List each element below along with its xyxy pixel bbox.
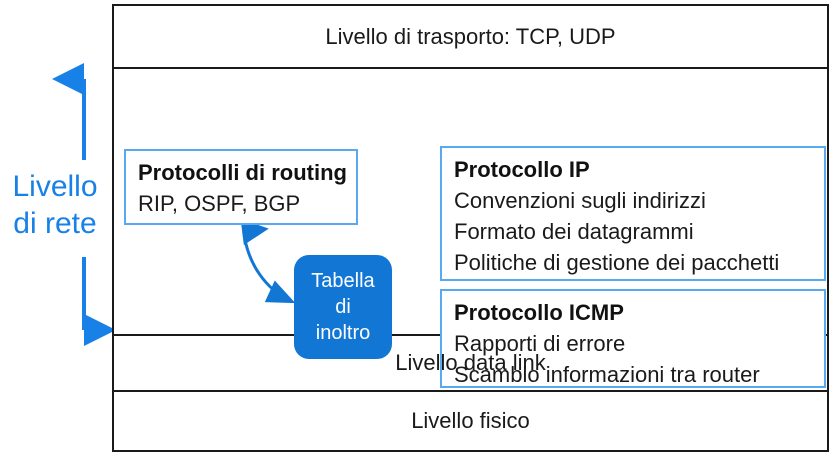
network-layer-label: Livello di rete xyxy=(12,170,98,240)
span-arrows xyxy=(52,63,116,346)
physical-layer-text: Livello fisico xyxy=(411,408,530,433)
pane-icmp-line-1: Rapporti di errore xyxy=(454,331,626,356)
layer-row-physical: Livello fisico xyxy=(114,392,827,450)
pane-icmp-title: Protocollo ICMP xyxy=(454,300,624,325)
pane-ip-line-1: Convenzioni sugli indirizzi xyxy=(454,188,706,213)
layer-row-data-link: Livello data link xyxy=(114,336,827,392)
forwarding-table-line-2: di xyxy=(335,296,351,318)
pane-protocol-ip: Protocollo IP Convenzioni sugli indirizz… xyxy=(440,146,826,281)
forwarding-table-line-1: Tabella xyxy=(311,270,375,292)
pane-icmp-line-2: Scambio informazioni tra router xyxy=(454,362,760,387)
pane-ip-title: Protocollo IP xyxy=(454,157,590,182)
layer-row-network: Protocolli di routing RIP, OSPF, BGP Pro… xyxy=(114,69,827,388)
pane-routing-protocols: Protocolli di routing RIP, OSPF, BGP xyxy=(124,149,358,225)
forwarding-table-line-3: inoltro xyxy=(315,322,371,344)
network-layer-span: Livello di rete xyxy=(0,0,116,457)
connector-path xyxy=(240,218,296,304)
forwarding-table-box: Tabella di inoltro xyxy=(294,255,392,359)
data-link-layer-text: Livello data link xyxy=(395,350,546,375)
pane-routing-line-1: RIP, OSPF, BGP xyxy=(138,191,301,216)
pane-ip-line-2: Formato dei datagrammi xyxy=(454,219,694,244)
pane-routing-title: Protocolli di routing xyxy=(138,160,347,185)
transport-layer-text: Livello di trasporto: TCP, UDP xyxy=(325,23,616,49)
pane-protocol-icmp: Protocollo ICMP Rapporti di errore Scamb… xyxy=(440,289,826,388)
protocol-stack-frame: Livello di trasporto: TCP, UDP xyxy=(112,4,829,452)
network-layer-content: Protocolli di routing RIP, OSPF, BGP Pro… xyxy=(114,69,827,388)
layer-row-transport: Livello di trasporto: TCP, UDP xyxy=(114,6,827,69)
pane-ip-line-3: Politiche di gestione dei pacchetti xyxy=(454,250,780,275)
